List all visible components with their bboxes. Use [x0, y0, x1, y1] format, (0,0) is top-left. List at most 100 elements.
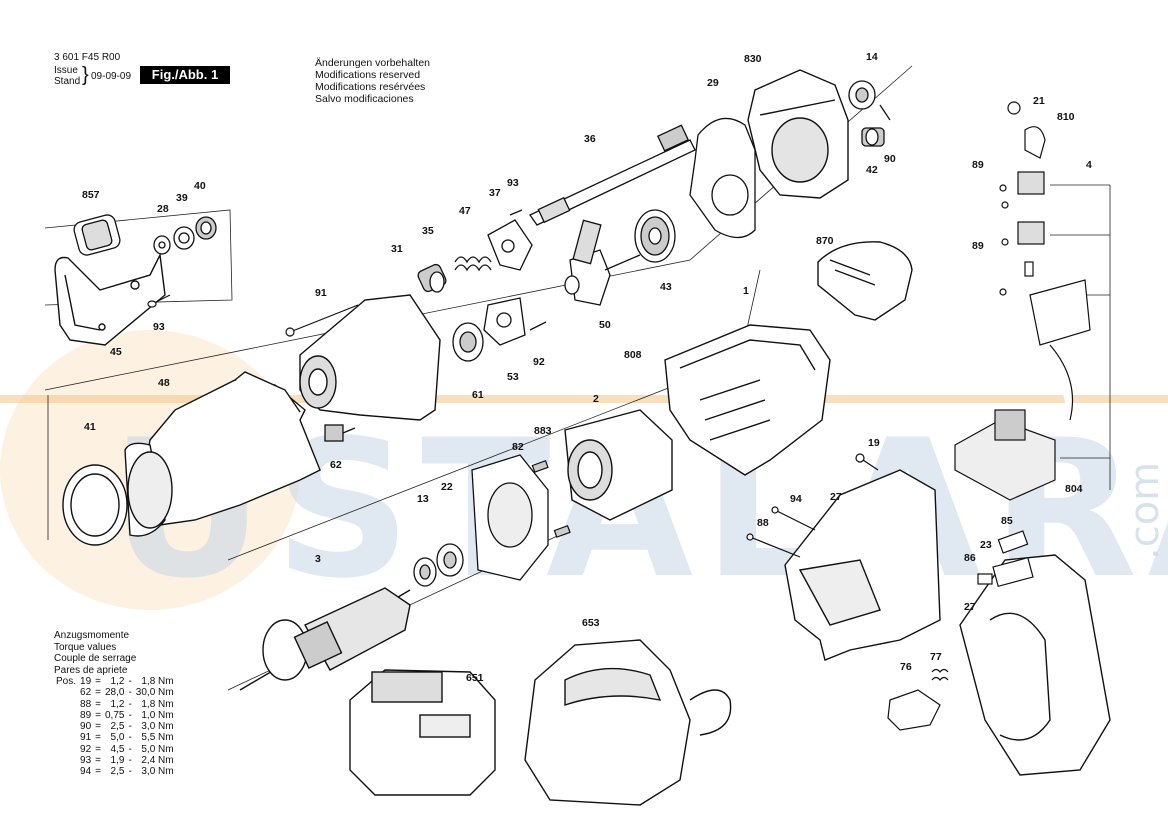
- part-number-label: 39: [176, 192, 188, 204]
- part-45-bracket: [54, 252, 166, 346]
- part-number-label: 23: [980, 539, 992, 551]
- torque-separator: =: [95, 709, 101, 721]
- part-62-bolt: [324, 424, 356, 442]
- part-number-label: 19: [868, 437, 880, 449]
- part-number-label: 870: [816, 235, 834, 247]
- part-number-label: 61: [472, 389, 484, 401]
- torque-spacer: [54, 744, 78, 755]
- part-number-label: 3: [315, 553, 321, 565]
- part-number-label: 93: [507, 177, 519, 189]
- torque-separator: -: [128, 698, 132, 710]
- part-number-label: 94: [790, 493, 802, 505]
- part-number-label: 76: [900, 661, 912, 673]
- torque-spacer: [54, 710, 78, 721]
- part-number-label: 4: [1086, 159, 1092, 171]
- torque-cell: 3,0 Nm: [141, 766, 174, 778]
- torque-heading: Anzugsmomente: [54, 630, 130, 641]
- part-35-47: [417, 256, 492, 293]
- torque-row: 90=2,5-3,0 Nm: [54, 721, 176, 732]
- part-31-gear-housing: [299, 294, 441, 421]
- part-number-label: 82: [512, 441, 524, 453]
- torque-row: 94=2,5-3,0 Nm: [54, 766, 176, 777]
- part-number-label: 93: [153, 321, 165, 333]
- torque-cell: 91: [80, 732, 92, 744]
- part-number-label: 85: [1001, 515, 1013, 527]
- part-number-label: 50: [599, 319, 611, 331]
- torque-cell: 62: [80, 687, 92, 699]
- torque-cell: 1,9: [110, 755, 125, 767]
- part-number-label: 40: [194, 180, 206, 192]
- part-number-label: 27: [964, 601, 976, 613]
- part-82-baffle: [471, 454, 549, 581]
- part-857-nut: [73, 214, 121, 256]
- torque-separator: =: [95, 687, 101, 699]
- part-830-cover: [747, 69, 849, 199]
- part-number-label: 857: [82, 189, 100, 201]
- part-number-label: 42: [866, 164, 878, 176]
- torque-cell: 1,8 Nm: [141, 698, 174, 710]
- part-number-label: 62: [330, 459, 342, 471]
- doc-number: 3 601 F45 R00: [54, 52, 121, 63]
- note-line: Änderungen vorbehalten: [315, 57, 431, 69]
- part-number-label: 810: [1057, 111, 1075, 123]
- part-29-gasket: [689, 117, 756, 239]
- part-number-label: 13: [417, 493, 429, 505]
- part-number-label: 77: [930, 651, 942, 663]
- part-number-label: 45: [110, 346, 122, 358]
- part-85-23-86: [977, 530, 1034, 588]
- torque-heading: Pares de apriete: [54, 664, 128, 676]
- torque-spacer: [54, 766, 78, 777]
- torque-separator: -: [128, 721, 132, 733]
- torque-cell: 19: [80, 676, 92, 687]
- part-number-label: 883: [534, 425, 552, 437]
- part-2-stator: [564, 409, 673, 521]
- part-37-plate: [487, 209, 533, 271]
- torque-separator: -: [128, 766, 132, 778]
- part-number-label: 86: [964, 552, 976, 564]
- part-number-label: 43: [660, 281, 672, 293]
- torque-cell: 89: [80, 709, 92, 721]
- torque-cell: 93: [80, 755, 92, 767]
- torque-cell: 2,4 Nm: [141, 755, 174, 767]
- part-91-screw: [285, 304, 359, 337]
- part-883-pins: [531, 460, 571, 538]
- torque-row: 93= 1,9-2,4 Nm: [54, 755, 176, 766]
- stand-label: Stand: [54, 76, 81, 87]
- part-3-armature: [239, 587, 411, 691]
- part-61-53: [452, 297, 547, 362]
- part-number-label: 47: [459, 205, 471, 217]
- part-number-label: 830: [744, 53, 762, 65]
- part-1-motor-housing: [664, 324, 831, 476]
- part-number-label: 14: [866, 51, 878, 63]
- torque-cell: Pos.: [56, 676, 77, 687]
- torque-cell: 90: [80, 721, 92, 733]
- part-switch-electronics: [954, 101, 1091, 501]
- part-27-handle-right: [959, 554, 1111, 776]
- torque-separator: =: [95, 698, 101, 710]
- part-number-label: 21: [1033, 95, 1045, 107]
- torque-separator: =: [95, 755, 101, 767]
- torque-row: Pos.19=1,2-1,8 Nm: [54, 676, 176, 687]
- part-870-cover: [817, 241, 913, 321]
- torque-row: 62=28,0-30,0 Nm: [54, 687, 176, 698]
- part-27-handle-left: [784, 469, 941, 661]
- torque-separator: -: [128, 676, 132, 687]
- torque-separator: -: [128, 755, 132, 767]
- torque-cell: 92: [80, 743, 92, 755]
- torque-row: 92=4,5-5,0 Nm: [54, 744, 176, 755]
- part-50-crank: [564, 219, 641, 306]
- part-number-label: 41: [84, 421, 96, 433]
- torque-heading: Couple de serrage: [54, 653, 137, 664]
- part-76-77: [887, 668, 949, 731]
- part-number-label: 36: [584, 133, 596, 145]
- part-number-label: 653: [582, 617, 600, 629]
- torque-cell: 1,8 Nm: [141, 676, 174, 687]
- torque-spacer: [54, 732, 78, 743]
- part-number-label: 35: [422, 225, 434, 237]
- part-number-label: 89: [972, 159, 984, 171]
- note-line: Modifications reserved: [315, 69, 421, 81]
- part-number-label: 89: [972, 240, 984, 252]
- part-number-label: 804: [1065, 483, 1083, 495]
- part-36-plunger: [529, 124, 696, 226]
- part-number-label: 37: [489, 187, 501, 199]
